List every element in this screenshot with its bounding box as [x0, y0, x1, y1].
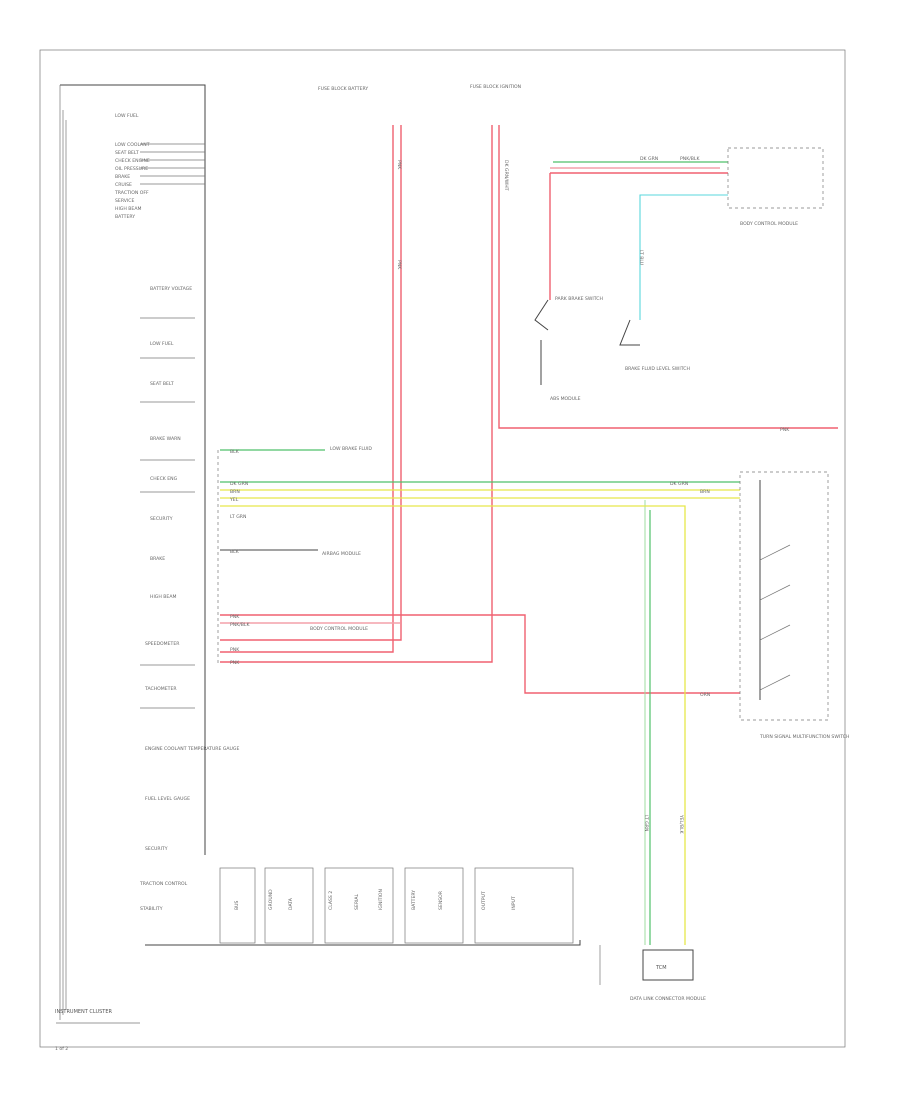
svg-text:SERIAL: SERIAL: [354, 893, 360, 910]
page-tag: 1 of 2: [55, 1046, 68, 1052]
svg-text:TACHOMETER: TACHOMETER: [144, 686, 177, 692]
diagram-frame: [39, 49, 846, 1048]
svg-text:DK GRN: DK GRN: [640, 156, 658, 162]
svg-text:PNK: PNK: [230, 614, 240, 620]
svg-text:PNK: PNK: [230, 660, 240, 666]
svg-text:BRN: BRN: [700, 489, 710, 495]
svg-text:PNK: PNK: [780, 427, 790, 433]
bottom-modules: BUS GROUND DATA CLASS 2 SERIAL IGNITION …: [145, 867, 601, 985]
svg-text:DK GRN: DK GRN: [670, 481, 688, 487]
wire-labels: PNK PNK DK GRN/WHT LT BLU BLK DK GRN BRN…: [229, 156, 790, 835]
svg-text:CHECK ENG: CHECK ENG: [150, 476, 178, 482]
svg-text:PARK BRAKE SWITCH: PARK BRAKE SWITCH: [555, 296, 603, 302]
cluster-gauges: BATTERY VOLTAGE LOW FUEL SEAT BELT BRAKE…: [139, 286, 239, 912]
svg-text:CLASS 2: CLASS 2: [328, 891, 334, 910]
svg-text:LT BLU: LT BLU: [638, 250, 644, 265]
svg-text:BUS: BUS: [234, 900, 240, 910]
svg-text:PNK/BLK: PNK/BLK: [680, 156, 700, 162]
svg-text:CHECK ENGINE: CHECK ENGINE: [115, 158, 150, 164]
cluster-outline: [60, 84, 206, 855]
svg-text:TURN SIGNAL MULTIFUNCTION SWIT: TURN SIGNAL MULTIFUNCTION SWITCH: [759, 734, 849, 740]
svg-text:INPUT: INPUT: [511, 896, 517, 910]
svg-text:OUTPUT: OUTPUT: [481, 891, 487, 910]
svg-text:BATTERY VOLTAGE: BATTERY VOLTAGE: [150, 286, 192, 292]
upper-modules: PARK BRAKE SWITCH BRAKE FLUID LEVEL SWIT…: [310, 147, 824, 632]
svg-text:TCM: TCM: [655, 965, 667, 971]
svg-text:ORN: ORN: [700, 692, 710, 698]
svg-text:LT GRN: LT GRN: [230, 514, 246, 520]
svg-text:SERVICE: SERVICE: [115, 198, 134, 204]
cyan-wire: [639, 194, 728, 320]
svg-text:BATTERY: BATTERY: [411, 890, 417, 910]
turn-signal-switch: TURN SIGNAL MULTIFUNCTION SWITCH: [739, 471, 849, 740]
svg-text:DK GRN/WHT: DK GRN/WHT: [503, 160, 509, 191]
svg-text:BODY CONTROL MODULE: BODY CONTROL MODULE: [310, 626, 368, 632]
svg-text:SECURITY: SECURITY: [145, 846, 168, 852]
cluster-pin-lines: [140, 143, 205, 185]
light-pink-wires: [220, 167, 720, 624]
svg-text:CRUISE: CRUISE: [115, 182, 132, 188]
cluster-edge-lines: [56, 85, 140, 1024]
svg-text:ABS MODULE: ABS MODULE: [550, 396, 581, 402]
dark-wires: [220, 299, 640, 551]
svg-text:STABILITY: STABILITY: [140, 906, 163, 912]
fuse-left-title: FUSE BLOCK BATTERY: [318, 86, 368, 92]
svg-text:OIL PRESSURE: OIL PRESSURE: [115, 166, 148, 172]
green-wires: [220, 161, 740, 945]
svg-text:DATA LINK CONNECTOR MODULE: DATA LINK CONNECTOR MODULE: [630, 996, 706, 1002]
pink-wires: [220, 125, 838, 694]
svg-text:ENGINE COOLANT TEMPERATURE GAU: ENGINE COOLANT TEMPERATURE GAUGE: [145, 746, 239, 752]
svg-text:SENSOR: SENSOR: [438, 890, 444, 910]
svg-text:AIRBAG MODULE: AIRBAG MODULE: [322, 551, 361, 557]
svg-text:DK GRN: DK GRN: [230, 481, 248, 487]
svg-text:HIGH BEAM: HIGH BEAM: [150, 594, 176, 600]
svg-text:SECURITY: SECURITY: [150, 516, 173, 522]
svg-text:SEAT BELT: SEAT BELT: [115, 150, 139, 156]
svg-text:PNK/BLK: PNK/BLK: [230, 622, 250, 628]
svg-text:YEL/BLK: YEL/BLK: [678, 814, 684, 835]
svg-text:PNK: PNK: [396, 260, 402, 270]
svg-text:TRACTION OFF: TRACTION OFF: [114, 190, 149, 196]
svg-text:BODY CONTROL MODULE: BODY CONTROL MODULE: [740, 221, 798, 227]
svg-text:BRAKE FLUID LEVEL SWITCH: BRAKE FLUID LEVEL SWITCH: [625, 366, 690, 372]
fuse-right-title: FUSE BLOCK IGNITION: [470, 84, 521, 90]
data-link-connector: TCM DATA LINK CONNECTOR MODULE: [630, 949, 706, 1002]
svg-text:BRAKE WARN: BRAKE WARN: [150, 436, 181, 442]
svg-text:LOW FUEL: LOW FUEL: [115, 113, 139, 119]
svg-text:PNK: PNK: [396, 160, 402, 170]
svg-text:DATA: DATA: [288, 897, 294, 910]
svg-text:PNK: PNK: [230, 647, 240, 653]
cluster-pin-labels: LOW FUEL LOW COOLANT SEAT BELT CHECK ENG…: [114, 113, 150, 220]
svg-text:BLK: BLK: [230, 549, 240, 555]
svg-text:LOW FUEL: LOW FUEL: [150, 341, 174, 347]
svg-text:SEAT BELT: SEAT BELT: [150, 381, 174, 387]
svg-text:HIGH BEAM: HIGH BEAM: [115, 206, 141, 212]
svg-text:TRACTION CONTROL: TRACTION CONTROL: [139, 881, 188, 887]
svg-text:BATTERY: BATTERY: [115, 214, 135, 220]
svg-text:LOW COOLANT: LOW COOLANT: [115, 142, 150, 148]
svg-text:GROUND: GROUND: [268, 889, 274, 910]
svg-text:LT GRN: LT GRN: [643, 815, 649, 831]
svg-text:BRAKE: BRAKE: [115, 174, 130, 180]
cluster-title: INSTRUMENT CLUSTER: [55, 1009, 113, 1015]
svg-text:BRN: BRN: [230, 489, 240, 495]
svg-text:LOW BRAKE FLUID: LOW BRAKE FLUID: [330, 446, 372, 452]
svg-text:FUEL LEVEL GAUGE: FUEL LEVEL GAUGE: [145, 796, 190, 802]
svg-text:SPEEDOMETER: SPEEDOMETER: [145, 641, 180, 647]
svg-text:BRAKE: BRAKE: [150, 556, 165, 562]
svg-text:YEL: YEL: [229, 497, 239, 503]
svg-text:BLK: BLK: [230, 449, 240, 455]
svg-text:IGNITION: IGNITION: [378, 889, 384, 910]
yellow-wires: [220, 489, 740, 945]
